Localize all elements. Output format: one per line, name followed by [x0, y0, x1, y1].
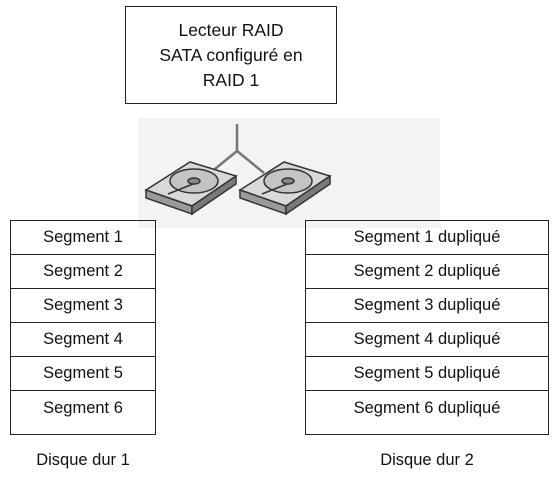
hard-drive-2-icon — [238, 161, 332, 216]
segment-row: Segment 6 — [43, 398, 123, 417]
duplicated-segment-row: Segment 3 dupliqué — [306, 289, 548, 323]
raid-title-line-3: RAID 1 — [202, 69, 260, 90]
segment-row: Segment 5 — [11, 357, 155, 391]
segment-row: Segment 4 — [11, 323, 155, 357]
duplicated-segment-row: Segment 4 dupliqué — [306, 323, 548, 357]
raid-title-box: Lecteur RAID SATA configuré en RAID 1 — [125, 6, 337, 104]
duplicated-segment-row: Segment 2 dupliqué — [306, 255, 548, 289]
duplicated-segment-row: Segment 1 dupliqué — [306, 221, 548, 255]
disk-2-label: Disque dur 2 — [380, 451, 474, 469]
disk-2-segment-table: Segment 1 dupliqué Segment 2 dupliqué Se… — [305, 220, 549, 435]
raid-title-line-1: Lecteur RAID — [178, 19, 284, 40]
duplicated-segment-row: Segment 5 dupliqué — [306, 357, 548, 391]
hard-drive-1-icon — [144, 161, 238, 216]
hard-drives-illustration — [138, 118, 440, 228]
duplicated-segment-row: Segment 6 dupliqué — [353, 398, 501, 417]
segment-row: Segment 2 — [11, 255, 155, 289]
disk-1-label: Disque dur 1 — [36, 451, 130, 469]
segment-row: Segment 3 — [11, 289, 155, 323]
segment-row: Segment 1 — [11, 221, 155, 255]
disk-1-segment-table: Segment 1 Segment 2 Segment 3 Segment 4 … — [10, 220, 156, 435]
raid-title-line-2: SATA configuré en — [159, 44, 303, 65]
